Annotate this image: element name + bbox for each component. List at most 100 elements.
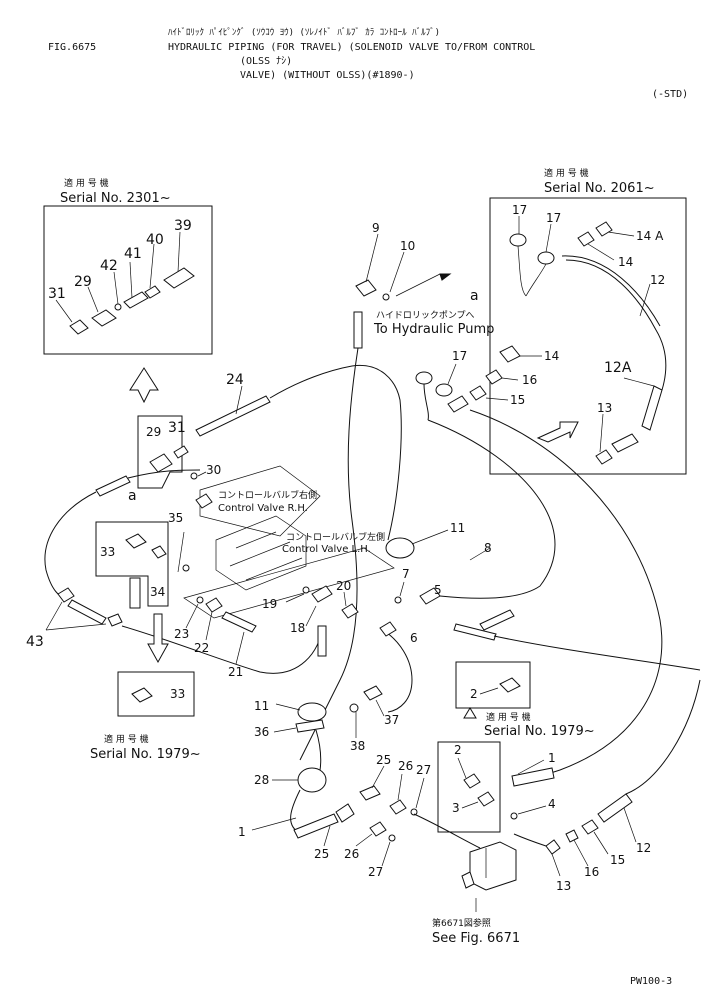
right-lower-group: 2 3 1 4 13 16 15 12 第6671図参照 See Fig. 66…: [432, 679, 701, 946]
callout-box-right-top: 適 用 号 機 Serial No. 2061~ 17 17 14 A 14 1…: [489, 167, 687, 475]
callout-box-right-mid: 2 適 用 号 機 Serial No. 1979~: [455, 661, 595, 739]
part-number-27: 27: [416, 763, 431, 777]
title-line-3: VALVE) (WITHOUT OLSS)(#1890-): [240, 70, 415, 81]
part-number-11: 11: [254, 699, 269, 713]
callout-box-left-bottom: 33 適 用 号 機 Serial No. 1979~: [90, 671, 201, 762]
arrow-to-callout-left-bottom: [147, 613, 169, 664]
callout-frame: [43, 205, 213, 355]
part-number-31: 31: [48, 286, 66, 302]
part-number-36: 36: [254, 725, 269, 739]
connection-letter-a: a: [128, 488, 137, 504]
pump-label-jp: ハイドロリックポンプへ: [376, 310, 475, 321]
control-valve-rh-en: Control Valve R.H.: [218, 503, 308, 514]
control-valve-rh-jp: コントロールバルブ右側: [218, 489, 317, 501]
detail-frame: [437, 741, 501, 833]
callout-frame: [117, 671, 195, 717]
see-figure-en: See Fig. 6671: [432, 931, 520, 946]
part-number-30: 30: [206, 463, 221, 477]
lower-clamps-group: 11 36 28 38 37 1 25 26 27 25: [238, 685, 481, 879]
serial-number-label: Serial No. 1979~: [484, 724, 595, 739]
page-code: PW100-3: [630, 976, 672, 987]
hose-12a-drawing: [641, 385, 663, 431]
part-number-26: 26: [344, 847, 359, 861]
part-number-2: 2: [470, 687, 478, 701]
part-number-17: 17: [512, 203, 527, 217]
figure-number: FIG.6675: [48, 42, 96, 53]
part-number-39: 39: [174, 218, 192, 234]
part-number-40: 40: [146, 232, 164, 248]
part-number-28: 28: [254, 773, 269, 787]
part-number-19: 19: [262, 597, 277, 611]
box-frame: [95, 521, 169, 607]
part-number-25: 25: [314, 847, 329, 861]
part-number-11: 11: [450, 521, 465, 535]
control-valve-area: 30 コントロールバルブ右側 Control Valve R.H. コントロール…: [168, 463, 465, 679]
part-number-42: 42: [100, 258, 118, 274]
part-number-14: 14: [618, 255, 633, 269]
part-number-20: 20: [336, 579, 351, 593]
part-number-13: 13: [556, 879, 571, 893]
part-number-29: 29: [74, 274, 92, 290]
arrow-to-callout-right-top: [536, 421, 579, 443]
part-number-8: 8: [484, 541, 492, 555]
part-number-10: 10: [400, 239, 415, 253]
valve-39-drawing: [163, 267, 195, 289]
part-number-5: 5: [434, 583, 442, 597]
part-number-26: 26: [398, 759, 413, 773]
fitting-14a-drawing: [595, 221, 613, 237]
part-number-43: 43: [26, 634, 44, 650]
title-line-1: HYDRAULIC PIPING (FOR TRAVEL) (SOLENOID …: [168, 42, 535, 53]
fitting-31-drawing: [69, 319, 89, 335]
applicable-model-label: 適 用 号 機: [544, 167, 589, 179]
applicable-model-label: 適 用 号 機: [486, 711, 531, 723]
fitting-13-drawing: [595, 449, 613, 465]
clamp-17-drawing: [509, 233, 527, 247]
part-number-17: 17: [452, 349, 467, 363]
part-number-35: 35: [168, 511, 183, 525]
applicable-model-label: 適 用 号 機: [64, 177, 109, 189]
part-number-31: 31: [168, 420, 186, 436]
part-number-13: 13: [597, 401, 612, 415]
serial-number-label: Serial No. 2061~: [544, 181, 655, 196]
callout-frame: [489, 197, 687, 475]
solenoid-fittings-group: 14 16 15 17: [415, 345, 559, 421]
jp-title: ﾊｲﾄﾞﾛﾘｯｸ ﾊﾟｲﾋﾟﾝｸﾞ (ｿｳｺｳ ﾖｳ) (ｿﾚﾉｲﾄﾞ ﾊﾞﾙﾌ…: [168, 27, 440, 38]
arrow-to-callout-left-top: [129, 367, 159, 404]
box-frame: [137, 415, 183, 489]
part-number-14a: 14 A: [636, 229, 664, 243]
part-number-24: 24: [226, 372, 244, 388]
part-number-15: 15: [610, 853, 625, 867]
part-number-25: 25: [376, 753, 391, 767]
part-number-4: 4: [548, 797, 556, 811]
part-number-27: 27: [368, 865, 383, 879]
part-number-14: 14: [544, 349, 559, 363]
part-number-41: 41: [124, 246, 142, 262]
title-line-2: (OLSS ﾅｼ): [240, 55, 292, 67]
serial-number-label: Serial No. 2301~: [60, 191, 171, 206]
control-valve-lh-en: Control Valve L.H.: [282, 544, 371, 555]
part-number-16: 16: [584, 865, 599, 879]
elbow-9-drawing: [355, 279, 377, 297]
connection-letter-a: a: [470, 288, 479, 304]
part-number-21: 21: [228, 665, 243, 679]
part-number-37: 37: [384, 713, 399, 727]
callout-box-left-top: 適 用 号 機 Serial No. 2301~ 31 29 42 41 40 …: [43, 177, 213, 355]
hose-routing: 24 8 43 6 5: [26, 347, 701, 779]
part-number-34: 34: [150, 585, 165, 599]
part-number-1: 1: [548, 751, 556, 765]
part-number-12: 12: [636, 841, 651, 855]
hose-end-drawing: [611, 433, 639, 453]
part-number-7: 7: [402, 567, 410, 581]
part-number-22: 22: [194, 641, 209, 655]
part-number-3: 3: [452, 801, 460, 815]
part-number-12: 12: [650, 273, 665, 287]
oring-10-drawing: [382, 293, 390, 301]
part-number-16: 16: [522, 373, 537, 387]
part-number-29: 29: [146, 425, 161, 439]
part-number-18: 18: [290, 621, 305, 635]
spring-41-drawing: [123, 291, 149, 309]
part-number-2: 2: [454, 743, 462, 757]
fitting-box-33-34: 33 34: [95, 521, 169, 609]
applicable-model-label: 適 用 号 機: [104, 733, 149, 745]
